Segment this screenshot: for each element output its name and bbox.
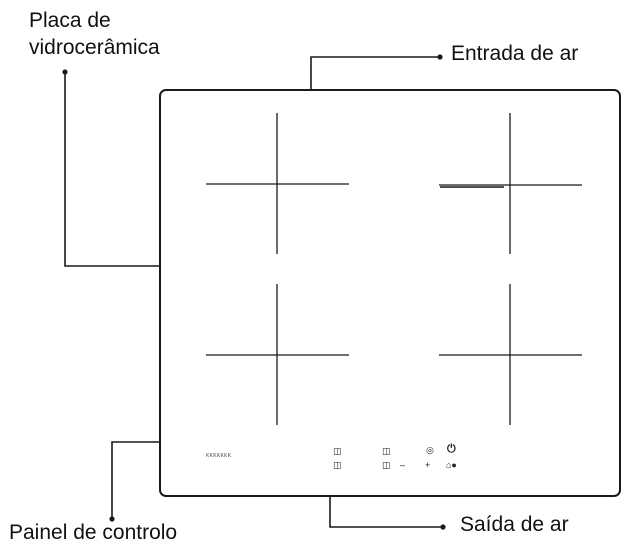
timer-icon[interactable]: ◎	[426, 445, 434, 455]
cooking-zone-top-left	[206, 113, 349, 254]
cooking-zone-top-right	[439, 113, 582, 254]
cooking-zone-bottom-right	[439, 284, 582, 425]
zone-button-2[interactable]: ◫	[333, 460, 342, 470]
label-control-panel: Painel de controlo	[9, 521, 178, 544]
dot-control-panel	[109, 516, 115, 522]
hob-outline	[159, 89, 621, 497]
cooking-zone-bottom-left	[206, 284, 349, 425]
label-air-outlet: Saída de ar	[460, 513, 569, 536]
plus-button[interactable]: +	[425, 460, 431, 470]
lock-icon[interactable]: ⌂●	[446, 460, 457, 470]
zone-button-4[interactable]: ◫	[382, 460, 391, 470]
label-air-inlet: Entrada de ar	[451, 42, 579, 65]
label-glass-plate-line1: Placa de	[29, 9, 111, 32]
dot-air-inlet	[437, 54, 443, 60]
leader-air-inlet	[310, 56, 438, 89]
power-icon[interactable]: ⏻	[447, 443, 456, 455]
minus-button[interactable]: –	[400, 460, 406, 470]
dot-glass-plate	[62, 69, 68, 75]
zone-button-3[interactable]: ◫	[382, 446, 391, 456]
leader-control-panel	[111, 441, 159, 519]
dot-air-outlet	[440, 524, 446, 530]
leader-air-outlet	[329, 497, 441, 528]
leader-glass-plate	[64, 72, 159, 267]
brand-logo: KKKKKKK	[206, 453, 232, 459]
label-glass-plate-line2: vidrocerâmica	[29, 36, 160, 59]
zone-button-1[interactable]: ◫	[333, 446, 342, 456]
